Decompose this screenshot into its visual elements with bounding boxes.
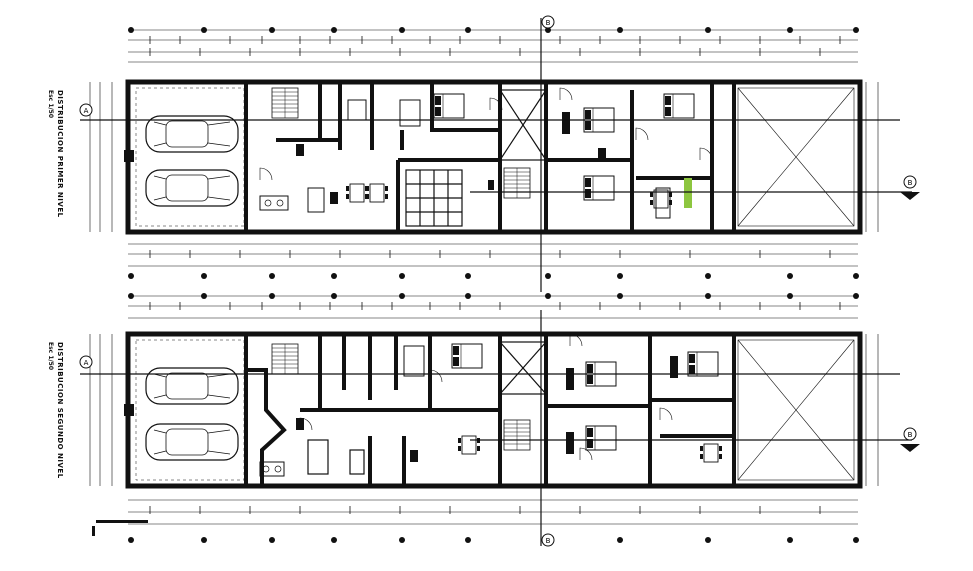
scale-bar (96, 520, 148, 523)
section-marker-b-right-2: B (900, 427, 920, 452)
plan-second-floor (80, 293, 912, 546)
svg-text:B: B (908, 431, 913, 439)
section-marker-b-top: B B (541, 15, 555, 547)
svg-text:A: A (84, 107, 89, 115)
svg-text:B: B (908, 179, 913, 187)
section-marker-b-right: B (900, 175, 920, 200)
svg-text:A: A (84, 359, 89, 367)
section-marker-a-left-2: A (79, 355, 93, 369)
svg-text:B: B (546, 537, 551, 545)
section-marker-a-left: A (79, 103, 93, 117)
svg-text:B: B (546, 19, 551, 27)
plan-first-floor (80, 18, 912, 292)
